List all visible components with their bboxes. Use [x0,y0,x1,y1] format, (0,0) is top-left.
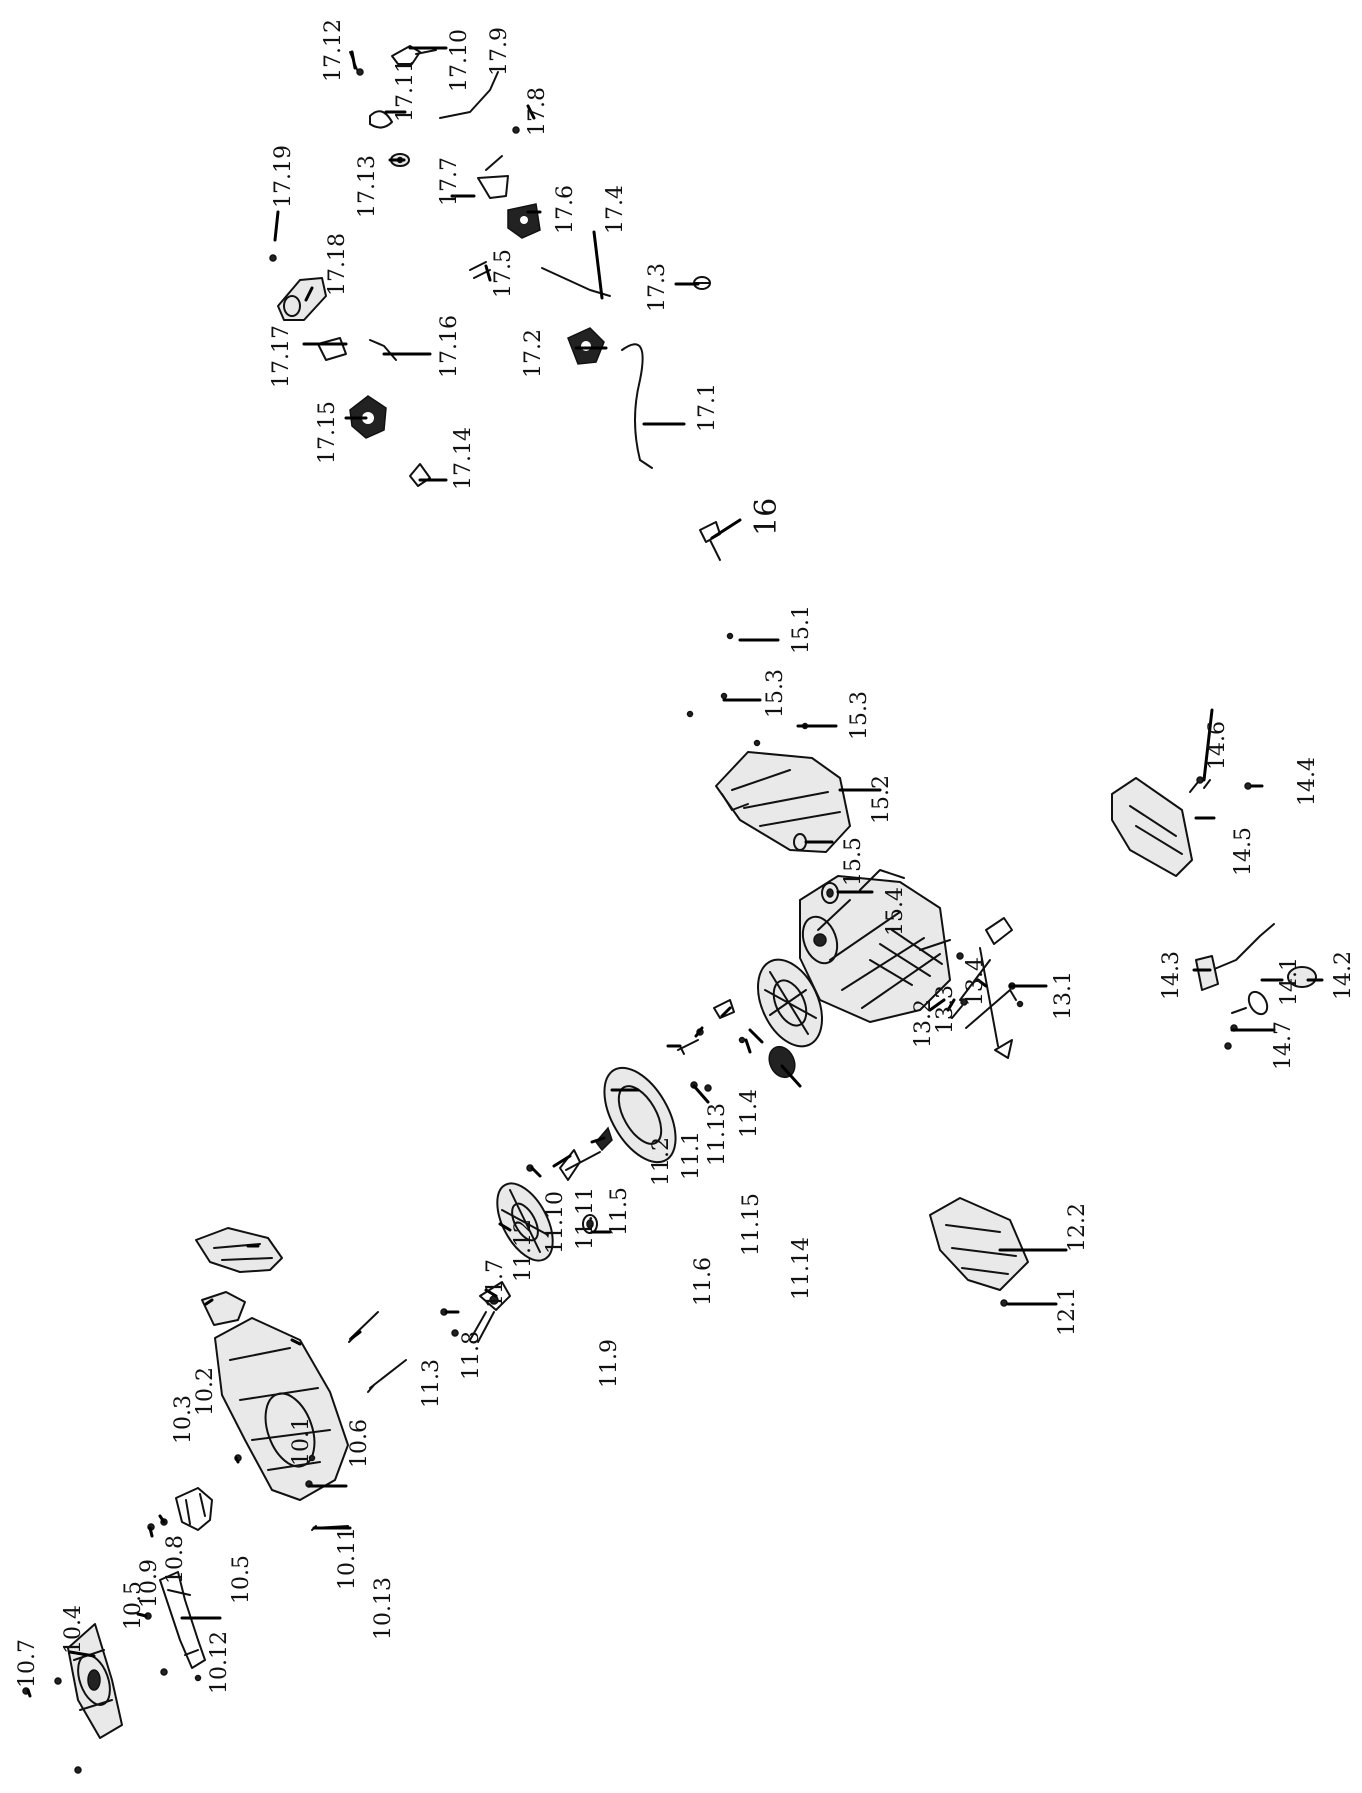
label-13-2: 13.2 [911,999,936,1048]
label-12-2: 12.2 [1065,1203,1090,1252]
label-17-19: 17.19 [271,145,296,208]
label-17-3: 17.3 [645,263,670,312]
label-17-1: 17.1 [695,383,720,432]
label-11-7: 11.7 [483,1259,508,1308]
label-14-6: 14.6 [1205,721,1230,770]
label-15-1: 15.1 [789,605,814,654]
label-10-5-upper: 10.5 [121,1581,146,1630]
label-17-16: 17.16 [437,315,462,378]
label-10-2: 10.2 [193,1367,218,1416]
part-top-cover [195,1227,283,1273]
part-stator [496,1182,554,1262]
label-17-11: 17.11 [393,59,418,122]
label-14-5: 14.5 [1231,827,1256,876]
label-15-3-upper: 15.3 [763,669,788,718]
label-11-5: 11.5 [607,1187,632,1236]
part-rotor-ring [603,1066,677,1164]
label-15-5: 15.5 [841,837,866,886]
part-bracket [144,1571,206,1682]
label-15-3-lower: 15.3 [847,691,872,740]
label-10-3: 10.3 [171,1395,196,1444]
label-17-18: 17.18 [325,233,350,296]
label-17-9: 17.9 [487,27,512,76]
part-side-cover [715,751,851,853]
label-11-1: 11.1 [679,1131,704,1180]
part-muffler [1111,777,1193,877]
leader-lines [26,46,1324,1698]
label-11-3: 11.3 [419,1359,444,1408]
label-11-2: 11.2 [649,1137,674,1186]
label-17-7: 17.7 [437,157,462,206]
part-engine-block [799,869,951,1023]
label-11-14: 11.14 [789,1237,814,1300]
label-10-7: 10.7 [15,1639,40,1688]
label-11-9: 11.9 [597,1339,622,1388]
part-base-plate [929,1197,1029,1291]
label-10-4: 10.4 [61,1605,86,1654]
label-10-1: 10.1 [289,1417,314,1466]
label-11-13: 11.13 [705,1103,730,1166]
label-17-5: 17.5 [491,249,516,298]
label-11-11: 11.11 [573,1187,598,1250]
label-11-15: 11.15 [739,1193,764,1256]
label-14-2: 14.2 [1331,951,1356,1000]
label-14-7: 14.7 [1271,1021,1296,1070]
label-17-8: 17.8 [525,87,550,136]
label-10-13: 10.13 [371,1577,396,1640]
label-15-4: 15.4 [883,887,908,936]
label-17-4: 17.4 [603,185,628,234]
label-14-1: 14.1 [1277,957,1302,1006]
label-11-6: 11.6 [691,1257,716,1306]
label-16: 16 [749,498,784,536]
label-17-6: 17.6 [553,185,578,234]
label-11-4: 11.4 [737,1089,762,1138]
label-14-4: 14.4 [1295,757,1320,806]
part-flywheel [757,958,823,1048]
label-13-4: 13.4 [963,957,988,1006]
label-17-2: 17.2 [521,329,546,378]
label-17-12: 17.12 [321,19,346,82]
part-main-housing [214,1317,349,1501]
label-10-11: 10.11 [335,1527,360,1590]
label-10-6: 10.6 [347,1419,372,1468]
label-17-15: 17.15 [315,401,340,464]
part-carb-linkage [951,917,1024,1059]
label-17-17: 17.17 [269,325,294,388]
label-14-3: 14.3 [1159,951,1184,1000]
label-11-12: 11.12 [511,1219,536,1282]
label-11-10: 11.10 [543,1191,568,1254]
part-handle-bracket [147,1487,213,1531]
label-10-12: 10.12 [207,1631,232,1694]
label-10-9: 10.9 [137,1559,162,1608]
label-12-1: 12.1 [1055,1287,1080,1336]
label-11-8: 11.8 [459,1331,484,1380]
label-10-5-lower: 10.5 [229,1555,254,1604]
label-13-1: 13.1 [1051,971,1076,1020]
part-labels: 17.12 17.11 17.10 17.9 17.8 17.13 17.7 1… [15,19,1356,1694]
part-drawings [22,45,1317,1774]
label-17-10: 17.10 [447,29,472,92]
label-15-2: 15.2 [869,775,894,824]
label-17-14: 17.14 [451,427,476,490]
label-13-3: 13.3 [933,985,958,1034]
label-17-13: 17.13 [355,155,380,218]
label-10-8: 10.8 [163,1535,188,1584]
